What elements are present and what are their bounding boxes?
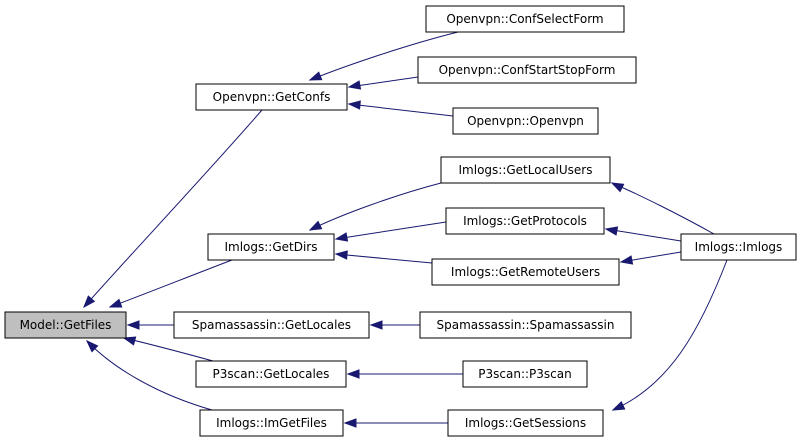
- edge-line: [348, 76, 419, 88]
- arrowhead: [108, 298, 123, 308]
- edge-line: [335, 221, 447, 240]
- edge-spamassassin-spamassassin-to-spamassassin-getlocales: [369, 320, 420, 330]
- node-label: Imlogs::GetRemoteUsers: [451, 265, 600, 279]
- arrowhead: [308, 220, 323, 231]
- node-label: Imlogs::ImGetFiles: [216, 416, 327, 430]
- node-openvpn-getconfs[interactable]: Openvpn::GetConfs: [195, 83, 348, 111]
- edge-imlogs-getlocalusers-to-imlogs-getdirs: [308, 182, 442, 231]
- edge-line: [309, 31, 459, 81]
- node-label: Imlogs::GetDirs: [224, 240, 317, 254]
- edge-line: [612, 259, 728, 411]
- arrowhead: [122, 336, 137, 346]
- arrowhead: [610, 182, 625, 193]
- arrowhead: [346, 369, 360, 379]
- node-label: Openvpn::ConfSelectForm: [446, 12, 603, 26]
- edge-line: [123, 337, 214, 362]
- arrowhead: [347, 80, 362, 90]
- edge-imlogs-imlogs-to-imlogs-getlocalusers: [610, 182, 715, 235]
- edge-imlogs-imgetfiles-to-model-getfiles: [85, 339, 213, 411]
- node-imlogs-getremoteusers[interactable]: Imlogs::GetRemoteUsers: [431, 258, 620, 286]
- node-spamassassin-spamassassin[interactable]: Spamassassin::Spamassassin: [419, 311, 632, 339]
- edge-line: [86, 340, 213, 411]
- arrowhead: [126, 320, 140, 330]
- arrowhead: [85, 339, 99, 353]
- node-label: Imlogs::GetProtocols: [463, 214, 587, 228]
- edge-spamassassin-getlocales-to-model-getfiles: [126, 320, 174, 330]
- node-label: Openvpn::Openvpn: [467, 114, 584, 128]
- edge-p3scan-p3scan-to-p3scan-getlocales: [346, 369, 463, 379]
- node-p3scan-getlocales[interactable]: P3scan::GetLocales: [195, 360, 347, 388]
- edge-line: [335, 253, 433, 264]
- edge-line: [348, 103, 454, 117]
- arrowhead: [604, 226, 619, 236]
- node-imlogs-imlogs[interactable]: Imlogs::Imlogs: [680, 233, 797, 261]
- edge-openvpn-getconfs-to-model-getfiles: [83, 109, 263, 309]
- node-imlogs-getsessions[interactable]: Imlogs::GetSessions: [447, 409, 604, 437]
- node-label: Openvpn::ConfStartStopForm: [439, 63, 616, 77]
- node-label: P3scan::GetLocales: [213, 367, 330, 381]
- node-imlogs-getlocalusers[interactable]: Imlogs::GetLocalUsers: [440, 156, 611, 184]
- arrowhead: [347, 100, 361, 110]
- edge-imlogs-getremoteusers-to-imlogs-getdirs: [334, 250, 433, 264]
- edge-line: [309, 182, 442, 231]
- edge-p3scan-getlocales-to-model-getfiles: [122, 336, 214, 362]
- edges-layer: [83, 31, 728, 428]
- node-openvpn-openvpn[interactable]: Openvpn::Openvpn: [452, 107, 599, 135]
- arrowhead: [334, 250, 348, 260]
- node-imlogs-getdirs[interactable]: Imlogs::GetDirs: [207, 233, 335, 261]
- edge-line: [611, 182, 715, 235]
- nodes-layer: Model::GetFiles Openvpn::GetConfs Openvp…: [4, 5, 797, 437]
- arrowhead: [83, 295, 96, 309]
- edge-imlogs-imlogs-to-imlogs-getsessions: [611, 259, 728, 411]
- node-p3scan-p3scan[interactable]: P3scan::P3scan: [462, 360, 588, 388]
- node-model-getfiles[interactable]: Model::GetFiles: [4, 311, 127, 339]
- node-label: P3scan::P3scan: [478, 367, 571, 381]
- node-label: Model::GetFiles: [20, 318, 112, 332]
- node-spamassassin-getlocales[interactable]: Spamassassin::GetLocales: [173, 311, 370, 339]
- node-label: Spamassassin::Spamassassin: [437, 318, 615, 332]
- edge-imlogs-getprotocols-to-imlogs-getdirs: [334, 221, 447, 242]
- arrowhead: [369, 320, 383, 330]
- edge-imlogs-imlogs-to-imlogs-getremoteusers: [619, 251, 682, 265]
- arrowhead: [619, 255, 634, 265]
- node-openvpn-confselectform[interactable]: Openvpn::ConfSelectForm: [425, 5, 625, 33]
- node-label: Openvpn::GetConfs: [213, 90, 331, 104]
- arrowhead: [308, 71, 323, 81]
- arrowhead: [334, 232, 349, 242]
- node-label: Imlogs::GetLocalUsers: [459, 163, 593, 177]
- edge-openvpn-confstartstopform-to-openvpn-getconfs: [347, 76, 419, 90]
- node-imlogs-imgetfiles[interactable]: Imlogs::ImGetFiles: [199, 409, 344, 437]
- edge-line: [83, 109, 263, 308]
- node-imlogs-getprotocols[interactable]: Imlogs::GetProtocols: [445, 207, 605, 235]
- node-openvpn-confstartstopform[interactable]: Openvpn::ConfStartStopForm: [417, 56, 637, 84]
- edge-imlogs-getsessions-to-imlogs-imgetfiles: [343, 418, 448, 428]
- edge-openvpn-confselectform-to-openvpn-getconfs: [308, 31, 459, 81]
- node-label: Imlogs::GetSessions: [465, 416, 586, 430]
- arrowhead: [343, 418, 357, 428]
- edge-openvpn-openvpn-to-openvpn-getconfs: [347, 100, 454, 117]
- edge-imlogs-imlogs-to-imlogs-getprotocols: [604, 226, 682, 242]
- edge-line: [109, 259, 233, 308]
- edge-line: [605, 228, 682, 242]
- edge-imlogs-getdirs-to-model-getfiles: [108, 259, 233, 308]
- node-label: Imlogs::Imlogs: [695, 240, 783, 254]
- node-label: Spamassassin::GetLocales: [192, 318, 351, 332]
- arrowhead: [611, 400, 626, 411]
